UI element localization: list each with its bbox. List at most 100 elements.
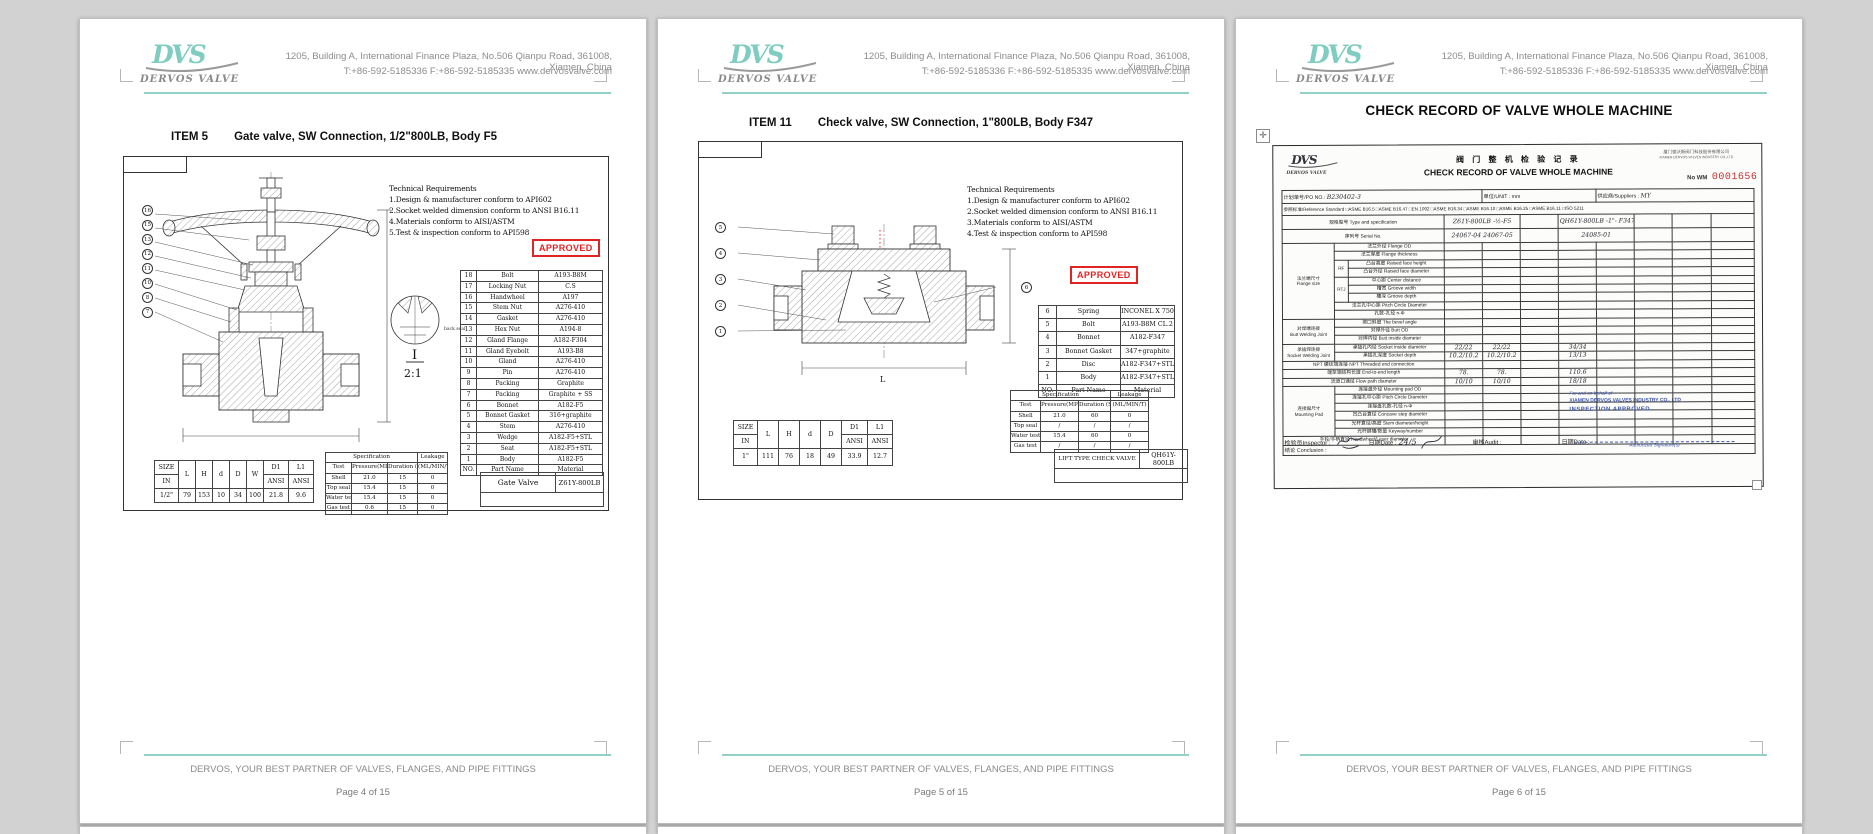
spec-pressure: 21.0 — [351, 472, 388, 484]
part-no: 14 — [460, 313, 477, 325]
spec-test: Top seal — [325, 482, 352, 495]
form-empty-cell — [1444, 259, 1483, 269]
callout-balloon: 16 — [142, 205, 153, 216]
title-block-empty — [1054, 468, 1188, 483]
size-value: 34 — [229, 488, 247, 503]
spec-test: Water test — [1010, 431, 1041, 443]
spec-test: Shell — [1010, 410, 1041, 422]
date-value: 24/5 — [1398, 436, 1417, 447]
form-empty-cell — [1634, 267, 1673, 276]
form-empty-cell — [1558, 267, 1597, 276]
logo-subtext: DERVOS VALVE — [139, 74, 239, 85]
spec-leakage: 0 — [417, 493, 449, 505]
size-header: D1 — [841, 420, 868, 435]
supplier-value: MY — [1640, 191, 1651, 199]
form-empty-cell — [1672, 418, 1713, 427]
part-material: A276-410 — [538, 421, 603, 433]
valve-name: LIFT TYPE CHECK VALVE — [1054, 449, 1140, 469]
form-empty-cell — [1634, 418, 1674, 427]
part-no: 4 — [1038, 331, 1057, 346]
part-name: Gland — [476, 356, 539, 369]
callout-balloon: 1 — [715, 326, 726, 337]
spec-col: Test — [325, 462, 352, 474]
valve-model: QH61Y-800LB — [1139, 449, 1188, 469]
object-move-handle-icon[interactable]: ✛ — [1256, 129, 1270, 143]
form-empty-cell — [1558, 284, 1597, 293]
form-empty-cell — [1596, 359, 1635, 369]
form-empty-cell — [1520, 368, 1559, 377]
spec-header: Leakage — [417, 451, 449, 464]
form-empty-cell — [1520, 275, 1559, 285]
page-5[interactable]: DVS DERVOS VALVE 1205, Building A, Inter… — [657, 18, 1225, 824]
callout-balloon: 11 — [142, 263, 153, 274]
size-value: 21.8 — [263, 488, 289, 503]
size-value: 49 — [820, 448, 842, 466]
part-no: 3 — [460, 431, 477, 444]
size-value: 111 — [757, 448, 779, 466]
part-material: A182-F5 — [538, 399, 603, 412]
header-address-line1: 1205, Building A, International Finance … — [285, 51, 612, 73]
table-row: Top seal/// — [1010, 420, 1150, 433]
form-empty-cell — [1444, 284, 1483, 294]
title-block-empty — [480, 492, 604, 507]
part-name: Stem Nut — [476, 302, 539, 315]
form-empty-cell — [1444, 276, 1483, 285]
form-label-cell: RTJ — [1334, 276, 1349, 303]
form-empty-cell — [1596, 284, 1635, 293]
form-empty-cell — [1596, 342, 1635, 352]
part-no: 2 — [460, 442, 477, 455]
form-empty-cell — [1711, 359, 1755, 368]
header-contact-line: T:+86-592-5185336 F:+86-592-5185335 www.… — [1499, 66, 1768, 77]
image-resize-handle[interactable] — [1752, 480, 1762, 490]
form-empty-cell — [1520, 376, 1559, 386]
form-empty-cell — [1711, 266, 1755, 276]
part-no: 11 — [460, 345, 477, 358]
size-header: SIZE — [154, 460, 179, 475]
spec-col: Pressure(MPa) — [1040, 400, 1079, 412]
size-value: 10 — [212, 488, 230, 503]
form-empty-cell — [1520, 284, 1559, 293]
audit-label: 审核Audit : — [1472, 439, 1502, 446]
spec-pressure: 15.4 — [351, 482, 388, 495]
technical-requirements: Technical Requirements 1.Design & manufa… — [389, 183, 580, 238]
company-logo: DVS DERVOS VALVE — [138, 39, 248, 87]
part-no: 9 — [460, 367, 477, 379]
form-empty-cell — [1558, 326, 1597, 335]
footer-rule — [722, 754, 1189, 756]
part-material: A182-F5 — [538, 453, 603, 466]
part-name: Gland Eyebolt — [476, 345, 539, 358]
page-4[interactable]: DVS DERVOS VALVE 1205, Building A, Inter… — [79, 18, 647, 824]
form-empty-cell — [1634, 275, 1673, 285]
part-material: A197 — [538, 291, 603, 304]
size-header: L1 — [867, 420, 893, 435]
form-empty-cell — [1482, 242, 1521, 252]
form-empty-cell — [1482, 326, 1521, 336]
scan-empty-cell — [1672, 213, 1712, 228]
spec-col: Duration (S) — [1077, 400, 1112, 412]
page-6[interactable]: DVS DERVOS VALVE 1205, Building A, Inter… — [1235, 18, 1803, 824]
spec-leakage: 0 — [417, 482, 449, 495]
logo-text: DVS — [729, 40, 785, 69]
form-empty-cell — [1711, 308, 1755, 318]
form-empty-cell — [1482, 250, 1521, 260]
part-name: Wedge — [476, 431, 539, 444]
form-label-cell: 承插焊连接 Socket Welding Joint — [1282, 344, 1335, 362]
form-empty-cell — [1711, 375, 1755, 385]
size-header: SIZE — [733, 420, 758, 435]
scanned-check-record-image[interactable]: DVS DERVOS VALVE 阀 门 整 机 检 验 记 录 CHECK R… — [1272, 142, 1764, 490]
size-subheader: ANSI — [841, 434, 868, 449]
form-empty-cell — [1444, 326, 1483, 336]
po-cell: 计划单号/PO NO.: B230402-3 — [1281, 189, 1483, 204]
spec-leakage: / — [1110, 420, 1150, 433]
part-no: 5 — [1038, 318, 1057, 333]
